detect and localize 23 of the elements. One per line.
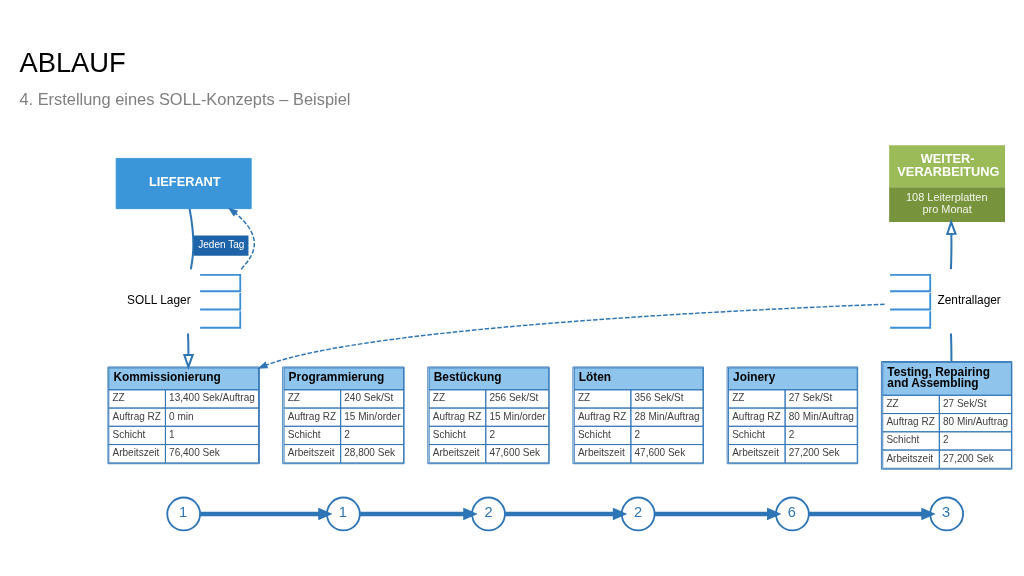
- arrow: [808, 507, 936, 520]
- arrow: [359, 507, 478, 520]
- arrow: [200, 507, 333, 520]
- label: 4. Erstellung eines SOLL-Konzepts – Beispiel: [19, 89, 351, 108]
- node-circle: 2: [620, 496, 656, 531]
- arrow: [182, 332, 195, 370]
- diagram-title: ABLAUF: [19, 46, 126, 78]
- connector: [950, 332, 953, 361]
- node-text: SOLL Lager: [127, 292, 191, 307]
- arrow: [505, 507, 628, 520]
- edge-label: Jeden Tag: [198, 238, 245, 250]
- node-text: Zentrallager: [937, 292, 1001, 307]
- node-circle: 3: [929, 496, 964, 531]
- node-circle: 1: [326, 496, 361, 531]
- connector: [188, 208, 195, 269]
- node-circle: 2: [471, 496, 506, 531]
- arrow: [227, 206, 256, 270]
- arrow: [654, 507, 782, 520]
- node-circle: 6: [775, 496, 810, 531]
- node-box: LIEFERANT: [115, 157, 252, 209]
- arrow: [257, 303, 886, 369]
- node-circle: 1: [166, 496, 202, 531]
- arrow: [945, 218, 957, 269]
